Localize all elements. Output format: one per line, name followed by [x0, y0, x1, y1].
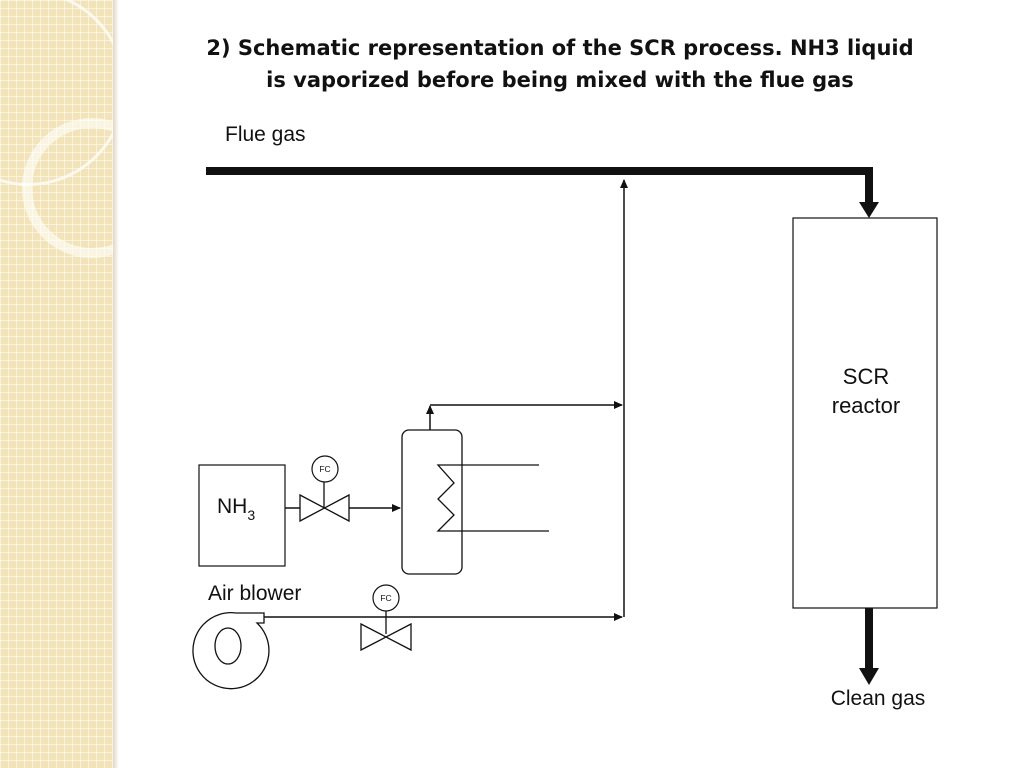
- reactor-label-line-1: SCR: [843, 364, 889, 389]
- scr-reactor: [792, 217, 938, 609]
- flow-controller-icon: [311, 455, 339, 483]
- heating-coil-icon: [436, 464, 455, 532]
- nh3-tank-label: NH3: [217, 495, 255, 523]
- decorative-ring: [22, 118, 113, 258]
- clean-gas-label: Clean gas: [831, 687, 926, 710]
- flue-gas-arrowhead: [859, 202, 879, 218]
- svg-text:FC: FC: [380, 593, 391, 603]
- decorative-sidebar: [0, 0, 113, 768]
- slide-title: 2) Schematic representation of the SCR p…: [130, 32, 990, 96]
- air-flow-control-valve: FC: [360, 584, 412, 652]
- title-line-1: 2) Schematic representation of the SCR p…: [206, 36, 914, 60]
- flow-controller-icon: [372, 584, 400, 612]
- clean-gas-outlet: [859, 608, 879, 685]
- nh3-tank: [198, 464, 286, 567]
- air-blower-icon: [192, 612, 270, 690]
- air-blower-label: Air blower: [208, 582, 301, 605]
- reactor-label-line-2: reactor: [832, 393, 900, 418]
- nh3-flow-control-valve: FC: [299, 455, 350, 523]
- flue-gas-duct: [206, 167, 879, 218]
- svg-text:FC: FC: [319, 464, 330, 474]
- title-line-2: is vaporized before being mixed with the…: [266, 68, 854, 92]
- flue-gas-label: Flue gas: [225, 123, 306, 146]
- sidebar-shadow: [113, 0, 119, 768]
- vaporizer: [401, 429, 463, 575]
